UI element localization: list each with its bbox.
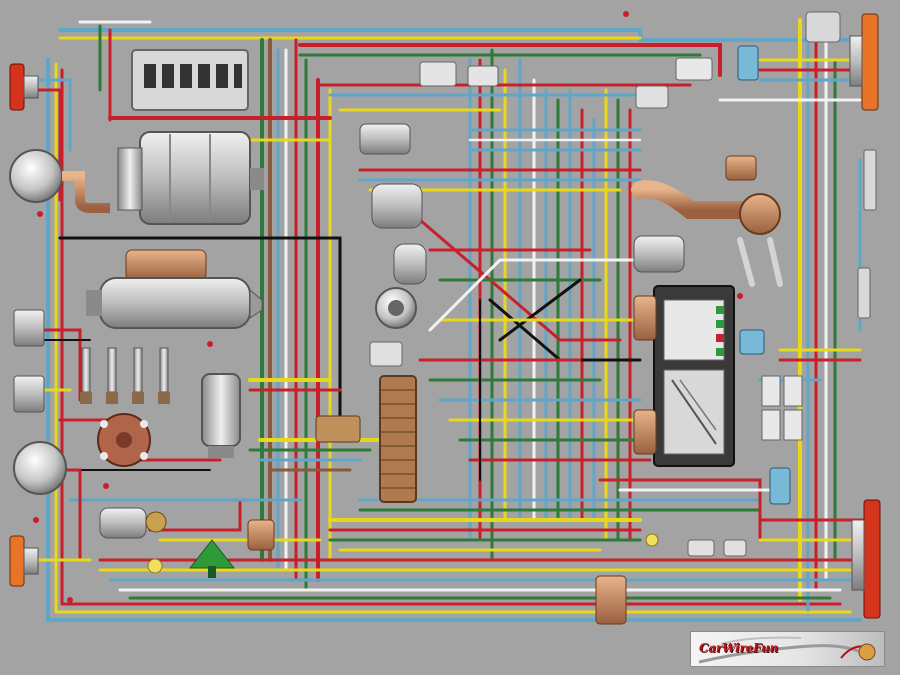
distributor: [97, 413, 151, 467]
bottom-connector: [247, 519, 275, 551]
fuse-box: [131, 49, 249, 111]
heater-fan-motor: [371, 183, 423, 229]
right-side-wires: [718, 58, 872, 542]
terminal-block: [379, 375, 417, 503]
generator: [117, 131, 264, 225]
tail-lamp-right-top: [849, 13, 879, 111]
horn: [375, 243, 427, 329]
ignition-coil: [201, 373, 241, 458]
watermark-logo: CarWireFun: [690, 631, 885, 667]
instrument-cluster: [653, 285, 735, 467]
gauge-sender: [725, 155, 757, 181]
top-runs: [58, 43, 722, 422]
relay-left-1: [13, 309, 45, 347]
heater-duct: [631, 180, 781, 235]
bottom-harness-connector: [595, 575, 627, 625]
wiper-switch: [675, 57, 713, 81]
outer-harness: [46, 18, 862, 622]
relay-top-right: [635, 85, 669, 109]
ground-terminals: [33, 11, 743, 603]
relay-center: [359, 123, 411, 155]
round-lamp-left-bottom: [13, 441, 67, 495]
indicator-bulb: [147, 558, 163, 574]
headlamp-switch: [419, 61, 499, 87]
blue-relay-right: [739, 329, 791, 505]
ground-symbol: [188, 539, 236, 578]
relay-mid: [369, 341, 403, 367]
pedal-switch: [737, 237, 783, 287]
connector-left-of-block: [315, 415, 361, 443]
relay-left-2: [13, 375, 45, 413]
center-mesh: [248, 218, 652, 481]
bottom-switches: [645, 533, 747, 557]
spark-plugs: [80, 347, 170, 404]
round-lamp-left-top: [9, 149, 110, 213]
headlamp-left-top: [9, 63, 39, 111]
blue-connector-top: [737, 45, 759, 81]
watermark-text: CarWireFun: [699, 641, 779, 655]
light-switches: [761, 375, 803, 441]
side-connector-right: [857, 267, 871, 319]
bottom-runs: [58, 418, 862, 600]
top-right-switch: [805, 11, 841, 43]
flasher-unit: [633, 235, 685, 273]
wiper-motor: [99, 507, 167, 539]
car-silhouette-icon: [698, 636, 876, 664]
tail-lamp-right-bottom: [851, 499, 881, 619]
cluster-connector: [633, 295, 657, 455]
headlamp-left-bottom: [9, 535, 39, 587]
tail-lamp-right-mid: [863, 149, 877, 211]
starter-motor: [86, 249, 263, 329]
